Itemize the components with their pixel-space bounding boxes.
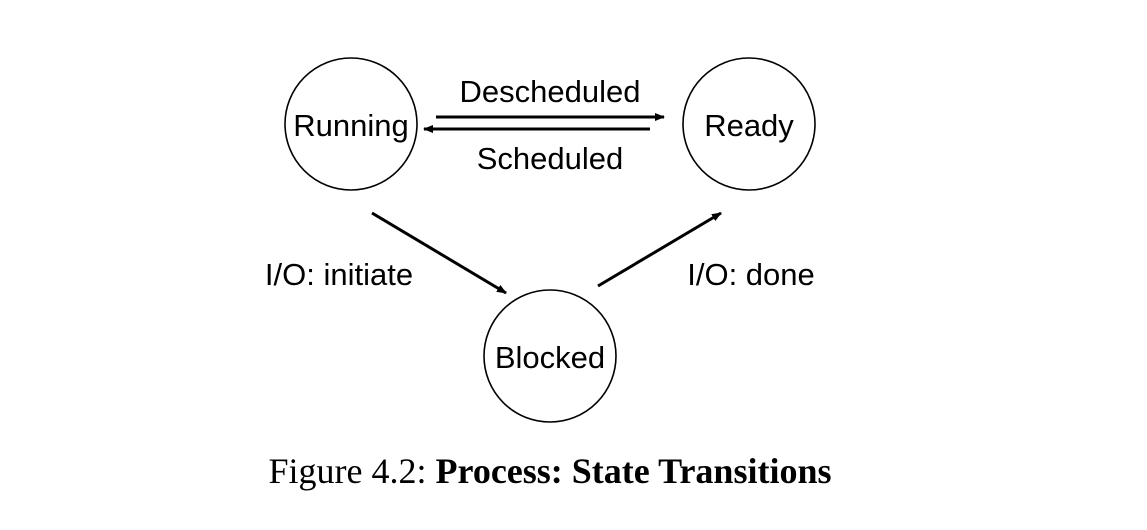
state-blocked: Blocked (483, 289, 617, 423)
state-ready-label: Ready (704, 108, 794, 143)
arrow-io-done (597, 211, 722, 288)
state-running-label: Running (293, 108, 408, 143)
label-io-initiate: I/O: initiate (265, 257, 413, 292)
state-ready: Ready (682, 57, 816, 191)
figure-caption: Figure 4.2: Process: State Transitions (0, 450, 1100, 492)
caption-label: Figure 4.2: (268, 451, 427, 491)
label-scheduled: Scheduled (477, 141, 624, 176)
transition-scheduled: Scheduled (423, 125, 650, 176)
transition-io-initiate: I/O: initiate (265, 211, 507, 295)
label-io-done: I/O: done (687, 257, 815, 292)
label-descheduled: Descheduled (460, 74, 641, 109)
arrow-io-initiate (371, 211, 507, 295)
state-running: Running (284, 57, 418, 191)
transition-io-done: I/O: done (597, 211, 815, 292)
transition-descheduled: Descheduled (436, 74, 665, 121)
state-blocked-label: Blocked (495, 340, 605, 375)
caption-title: Process: State Transitions (435, 451, 832, 491)
state-transition-diagram: Running Ready Blocked Descheduled Schedu… (265, 57, 816, 423)
